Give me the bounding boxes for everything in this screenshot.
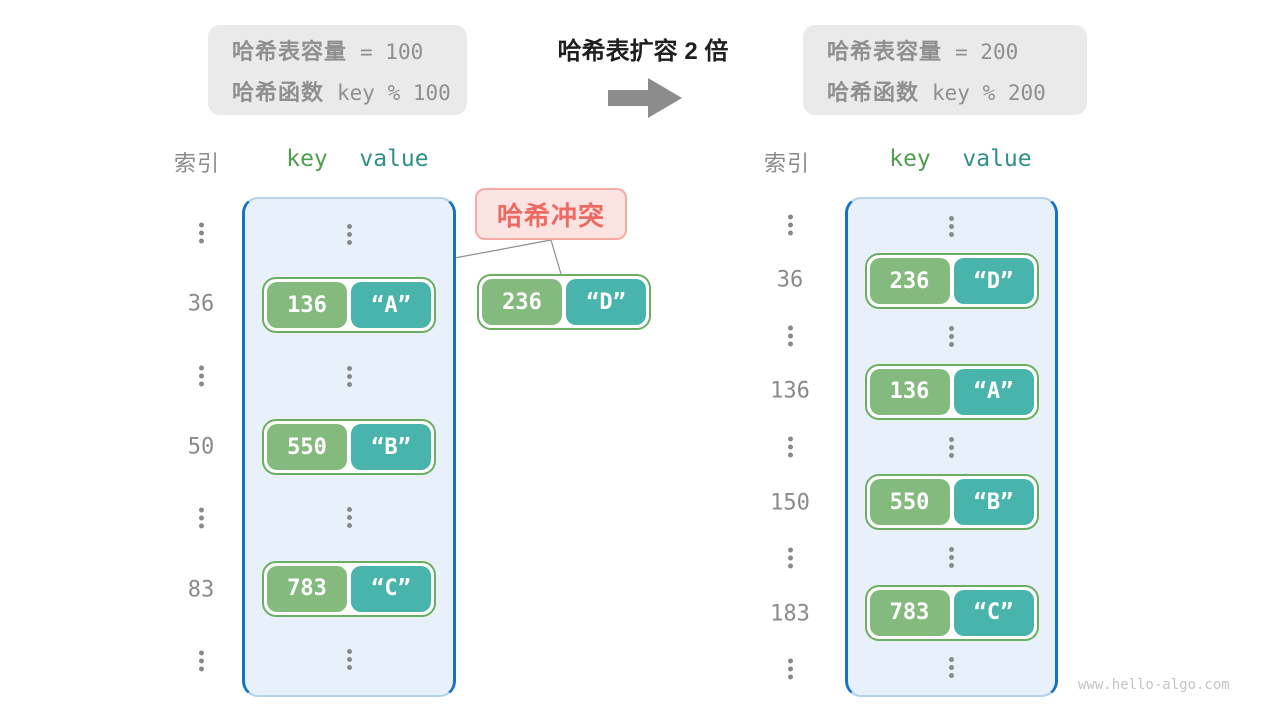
ellipsis-icon [949,657,954,679]
key-cell: 136 [869,368,950,415]
right-arrow-icon [608,78,682,118]
value-cell: “D” [566,279,646,325]
left-key-header: key [286,146,328,172]
index-ellipsis [170,222,232,244]
table-row [245,199,453,270]
table-row [245,624,453,695]
capacity-box-before: 哈希表容量 = 100 哈希函数 key % 100 [208,25,467,115]
capacity-label: 哈希表容量 [827,38,943,64]
right-index-header: 索引 [763,151,810,176]
index-label: 36 [776,267,804,293]
index-label: 136 [770,378,810,404]
ellipsis-icon [346,649,352,671]
hash-function-label: 哈希函数 [232,79,325,105]
left-index-header: 索引 [173,151,220,176]
index-ellipsis [170,365,232,387]
diagram-title: 哈希表扩容 2 倍 [557,38,729,65]
kv-pair: 236 “D” [477,274,651,330]
kv-pair: 136 “A” [864,363,1039,420]
kv-pair: 783 “C” [262,560,436,617]
index-ellipsis [170,507,232,529]
watermark: www.hello-algo.com [1078,677,1230,693]
hash-function-label: 哈希函数 [827,79,920,105]
hash-collision-badge: 哈希冲突 [475,188,627,240]
table-row [848,641,1055,695]
index-label: 83 [187,577,215,603]
hash-table-after: 236 “D” 136 “A” 550 “B” 783 [845,197,1058,697]
key-cell: 783 [267,565,347,612]
value-cell: “A” [351,282,431,329]
table-row [245,482,453,553]
kv-pair: 783 “C” [864,584,1039,641]
kv-pair: 236 “D” [864,253,1039,310]
value-cell: “B” [953,479,1034,526]
index-ellipsis [759,436,821,458]
table-row: 236 “D” [848,253,1055,310]
ellipsis-icon [346,507,352,529]
index-label: 36 [187,291,215,317]
value-cell: “C” [953,589,1034,636]
kv-pair: 550 “B” [864,474,1039,531]
arrow-stem [608,90,648,106]
value-cell: “B” [351,424,431,470]
right-key-header: key [889,146,931,172]
value-cell: “A” [953,368,1034,415]
ellipsis-icon [949,326,954,348]
capacity-line: 哈希表容量 = 200 [827,34,1087,66]
table-row [848,309,1055,363]
table-row [848,420,1055,474]
key-cell: 783 [869,589,950,636]
index-ellipsis [759,214,821,236]
capacity-box-after: 哈希表容量 = 200 哈希函数 key % 200 [803,25,1087,115]
table-row [848,530,1055,584]
table-row: 136 “A” [848,363,1055,420]
ellipsis-icon [949,215,954,237]
table-row: 136 “A” [245,270,453,341]
capacity-value: = 100 [360,39,424,64]
capacity-label: 哈希表容量 [232,38,348,64]
hash-function-line: 哈希函数 key % 100 [232,75,467,107]
hash-function-value: key % 100 [337,80,451,105]
ellipsis-icon [346,223,352,245]
hash-table-before: 136 “A” 550 “B” 783 “C” [242,197,456,697]
key-cell: 136 [267,282,347,329]
index-ellipsis [759,325,821,347]
table-row: 550 “B” [245,412,453,483]
capacity-line: 哈希表容量 = 100 [232,34,467,66]
table-row: 783 “C” [848,584,1055,641]
table-row [245,341,453,412]
hash-function-value: key % 200 [932,80,1046,105]
table-row [848,199,1055,253]
kv-pair: 550 “B” [262,419,436,475]
index-ellipsis [170,650,232,672]
index-label: 183 [770,601,810,627]
left-value-header: value [359,146,429,172]
ellipsis-icon [949,436,954,458]
table-row: 783 “C” [245,553,453,624]
index-ellipsis [759,658,821,680]
capacity-value: = 200 [955,39,1019,64]
ellipsis-icon [949,546,954,568]
index-label: 50 [187,434,215,460]
index-label: 150 [770,490,810,516]
value-cell: “C” [351,565,431,612]
key-cell: 550 [267,424,347,470]
ellipsis-icon [346,365,352,387]
kv-pair: 136 “A” [262,277,436,334]
index-ellipsis [759,547,821,569]
value-cell: “D” [953,258,1034,305]
hash-function-line: 哈希函数 key % 200 [827,75,1087,107]
arrow-head [648,78,682,118]
colliding-kv-pair: 236 “D” [477,274,651,330]
key-cell: 550 [869,479,950,526]
key-cell: 236 [869,258,950,305]
right-value-header: value [962,146,1032,172]
key-cell: 236 [482,279,562,325]
table-row: 550 “B” [848,474,1055,531]
